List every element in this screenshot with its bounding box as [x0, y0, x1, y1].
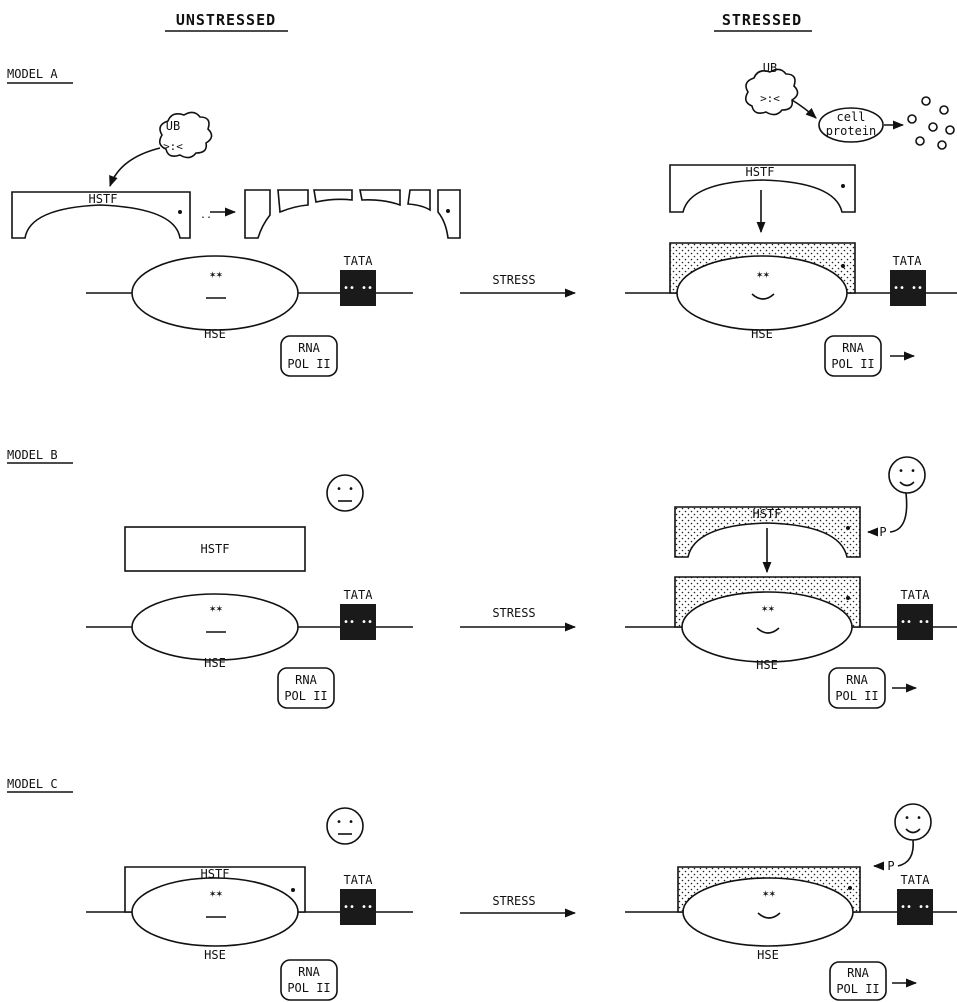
- tata-label: TATA: [344, 254, 374, 268]
- model-b: MODEL B • • HSTF ✶✶ HSE TATA •• •• RNA P…: [7, 448, 957, 708]
- protein-label: protein: [826, 124, 877, 138]
- svg-text:•• ••: •• ••: [343, 617, 373, 628]
- hstf-dot: [178, 210, 182, 214]
- protein-fragments: [908, 97, 954, 149]
- svg-text:✶✶: ✶✶: [762, 887, 776, 900]
- tata-label-c-stressed: TATA: [901, 873, 931, 887]
- stress-label-b: STRESS: [492, 606, 535, 620]
- p-label-c: P: [887, 859, 894, 873]
- svg-text:✶✶: ✶✶: [761, 602, 775, 615]
- cell-label: cell: [837, 110, 866, 124]
- hse-label-c: HSE: [204, 948, 226, 962]
- ub-to-protein-arrow: [792, 100, 816, 118]
- rna-label: RNA: [298, 341, 320, 355]
- hse-label-b-stressed: HSE: [756, 658, 778, 672]
- svg-text:•• ••: •• ••: [343, 902, 373, 913]
- hse-label-stressed: HSE: [751, 327, 773, 341]
- hse-label-c-stressed: HSE: [757, 948, 779, 962]
- svg-text:•• ••: •• ••: [900, 902, 930, 913]
- header-unstressed: UNSTRESSED: [176, 11, 276, 29]
- hstf-label-stressed: HSTF: [746, 165, 775, 179]
- hse-eyes: ✶✶: [209, 268, 223, 281]
- model-c: MODEL C • • HSTF ✶✶ HSE TATA •• •• RNA P…: [7, 777, 957, 1000]
- hstf-label-b: HSTF: [201, 542, 230, 556]
- svg-text:• •: • •: [336, 817, 354, 828]
- svg-text:• •: • •: [904, 813, 922, 824]
- hstf-label: HSTF: [89, 192, 118, 206]
- tata-label-b: TATA: [344, 588, 374, 602]
- ub-label: UB: [166, 119, 180, 133]
- ub-arrow: [110, 148, 160, 186]
- pol-label-b: POL II: [284, 689, 327, 703]
- svg-text:✶✶: ✶✶: [209, 887, 223, 900]
- pol-label-b-stressed: POL II: [835, 689, 878, 703]
- hstf-fragments: [245, 190, 460, 238]
- stress-label-c: STRESS: [492, 894, 535, 908]
- model-a: MODEL A UB >:< HSTF .. ✶✶ HSE: [7, 61, 957, 376]
- svg-text:• •: • •: [898, 466, 916, 477]
- tata-face: •• ••: [343, 283, 373, 294]
- ub-face: >:<: [163, 140, 183, 153]
- pol-label-stressed: POL II: [831, 357, 874, 371]
- model-c-label: MODEL C: [7, 777, 58, 791]
- rna-label-c-stressed: RNA: [847, 966, 869, 980]
- pol-label-c: POL II: [287, 981, 330, 995]
- hstf-label-b-stressed: HSTF: [753, 507, 782, 521]
- rna-label-b-stressed: RNA: [846, 673, 868, 687]
- svg-text:✶✶: ✶✶: [756, 268, 770, 281]
- rna-label-c: RNA: [298, 965, 320, 979]
- pol-label-c-stressed: POL II: [836, 982, 879, 996]
- header-stressed: STRESSED: [722, 11, 802, 29]
- stress-label: STRESS: [492, 273, 535, 287]
- rna-label-b: RNA: [295, 673, 317, 687]
- rna-label-stressed: RNA: [842, 341, 864, 355]
- svg-text:•• ••: •• ••: [900, 617, 930, 628]
- hse-label: HSE: [204, 327, 226, 341]
- ub-face-stressed: >:<: [760, 92, 780, 105]
- model-a-label: MODEL A: [7, 67, 58, 81]
- hse-label-b: HSE: [204, 656, 226, 670]
- pol-label: POL II: [287, 357, 330, 371]
- p-label-b: P: [879, 525, 886, 539]
- svg-text:• •: • •: [336, 484, 354, 495]
- ub-label-stressed: UB: [763, 61, 777, 75]
- model-b-label: MODEL B: [7, 448, 58, 462]
- tata-label-b-stressed: TATA: [901, 588, 931, 602]
- tata-label-stressed: TATA: [893, 254, 923, 268]
- svg-text:•• ••: •• ••: [893, 283, 923, 294]
- tata-label-c: TATA: [344, 873, 374, 887]
- svg-text:✶✶: ✶✶: [209, 602, 223, 615]
